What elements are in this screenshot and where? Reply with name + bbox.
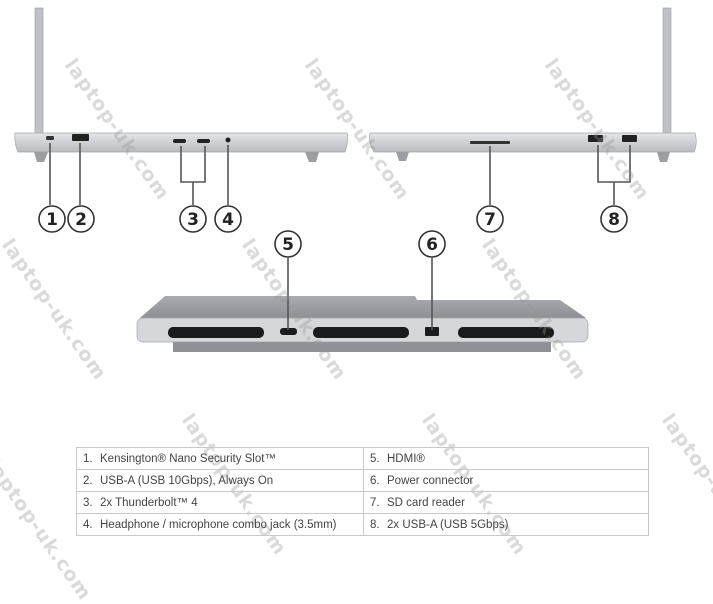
table-row: 1. Kensington® Nano Security Slot™ 5. HDMI®: [76, 447, 649, 470]
ports-table: 1. Kensington® Nano Security Slot™ 5. HDMI®…: [76, 447, 649, 536]
right-side-view: [369, 7, 697, 162]
port-number: 1.: [83, 452, 93, 465]
audio-jack: [225, 137, 231, 143]
callout-5: 5: [274, 230, 302, 258]
port-cell: 4. Headphone / microphone combo jack (3.5…: [76, 513, 364, 536]
port-label: Headphone / microphone combo jack (3.5mm…: [100, 518, 337, 531]
callout-number: 2: [75, 210, 87, 230]
callout-circle: [214, 205, 242, 233]
callout-number: 3: [187, 210, 199, 230]
sd-card-slot: [470, 141, 510, 144]
callout-2: 2: [67, 205, 95, 233]
hdmi-port: [280, 328, 297, 335]
callout-6: 6: [418, 230, 446, 258]
port-number: 8.: [370, 518, 380, 531]
table-row: 3. 2x Thunderbolt™ 4 7. SD card reader: [76, 491, 649, 514]
usb-a-port: [588, 135, 603, 142]
port-label: 2x USB-A (USB 5Gbps): [387, 518, 509, 531]
callout-circle: [274, 230, 302, 258]
port-cell: 5. HDMI®: [363, 447, 649, 470]
kensington-slot: [46, 136, 54, 140]
port-number: 5.: [370, 452, 380, 465]
callout-number: 8: [608, 210, 620, 230]
port-label: Power connector: [387, 474, 474, 487]
port-cell: 7. SD card reader: [363, 491, 649, 514]
rear-view: [136, 296, 589, 352]
callout-lines: [49, 143, 631, 330]
port-number: 3.: [83, 496, 93, 509]
callout-7: 7: [476, 205, 504, 233]
callout-circle: [418, 230, 446, 258]
usb-a-port: [72, 134, 89, 141]
callout-4: 4: [214, 205, 242, 233]
port-cell: 8. 2x USB-A (USB 5Gbps): [363, 513, 649, 536]
left-side-view: [14, 7, 349, 162]
callout-number: 6: [426, 235, 438, 255]
callout-number: 5: [282, 235, 294, 255]
thunderbolt-port: [173, 139, 186, 143]
port-label: HDMI®: [387, 452, 425, 465]
usb-a-port: [622, 135, 637, 142]
port-number: 7.: [370, 496, 380, 509]
callout-circle: [476, 205, 504, 233]
port-number: 4.: [83, 518, 93, 531]
callout-number: 1: [46, 210, 58, 230]
port-cell: 3. 2x Thunderbolt™ 4: [76, 491, 364, 514]
callout-3: 3: [179, 205, 207, 233]
callout-circle: [179, 205, 207, 233]
port-label: Kensington® Nano Security Slot™: [100, 452, 276, 465]
callout-circle: [67, 205, 95, 233]
callout-number: 7: [484, 210, 496, 230]
callout-1: 1: [38, 205, 66, 233]
port-label: USB-A (USB 10Gbps), Always On: [100, 474, 274, 487]
port-number: 6.: [370, 474, 380, 487]
port-cell: 2. USB-A (USB 10Gbps), Always On: [76, 469, 364, 492]
port-label: SD card reader: [387, 496, 465, 509]
port-cell: 1. Kensington® Nano Security Slot™: [76, 447, 364, 470]
port-number: 2.: [83, 474, 93, 487]
table-row: 2. USB-A (USB 10Gbps), Always On 6. Power c…: [76, 469, 649, 492]
table-row: 4. Headphone / microphone combo jack (3.5…: [76, 513, 649, 536]
thunderbolt-port: [197, 139, 210, 143]
callout-circle: [38, 205, 66, 233]
port-label: 2x Thunderbolt™ 4: [100, 496, 198, 509]
power-port: [425, 327, 439, 336]
callout-8: 8: [600, 205, 628, 233]
callout-number: 4: [222, 210, 234, 230]
callout-circle: [600, 205, 628, 233]
port-cell: 6. Power connector: [363, 469, 649, 492]
